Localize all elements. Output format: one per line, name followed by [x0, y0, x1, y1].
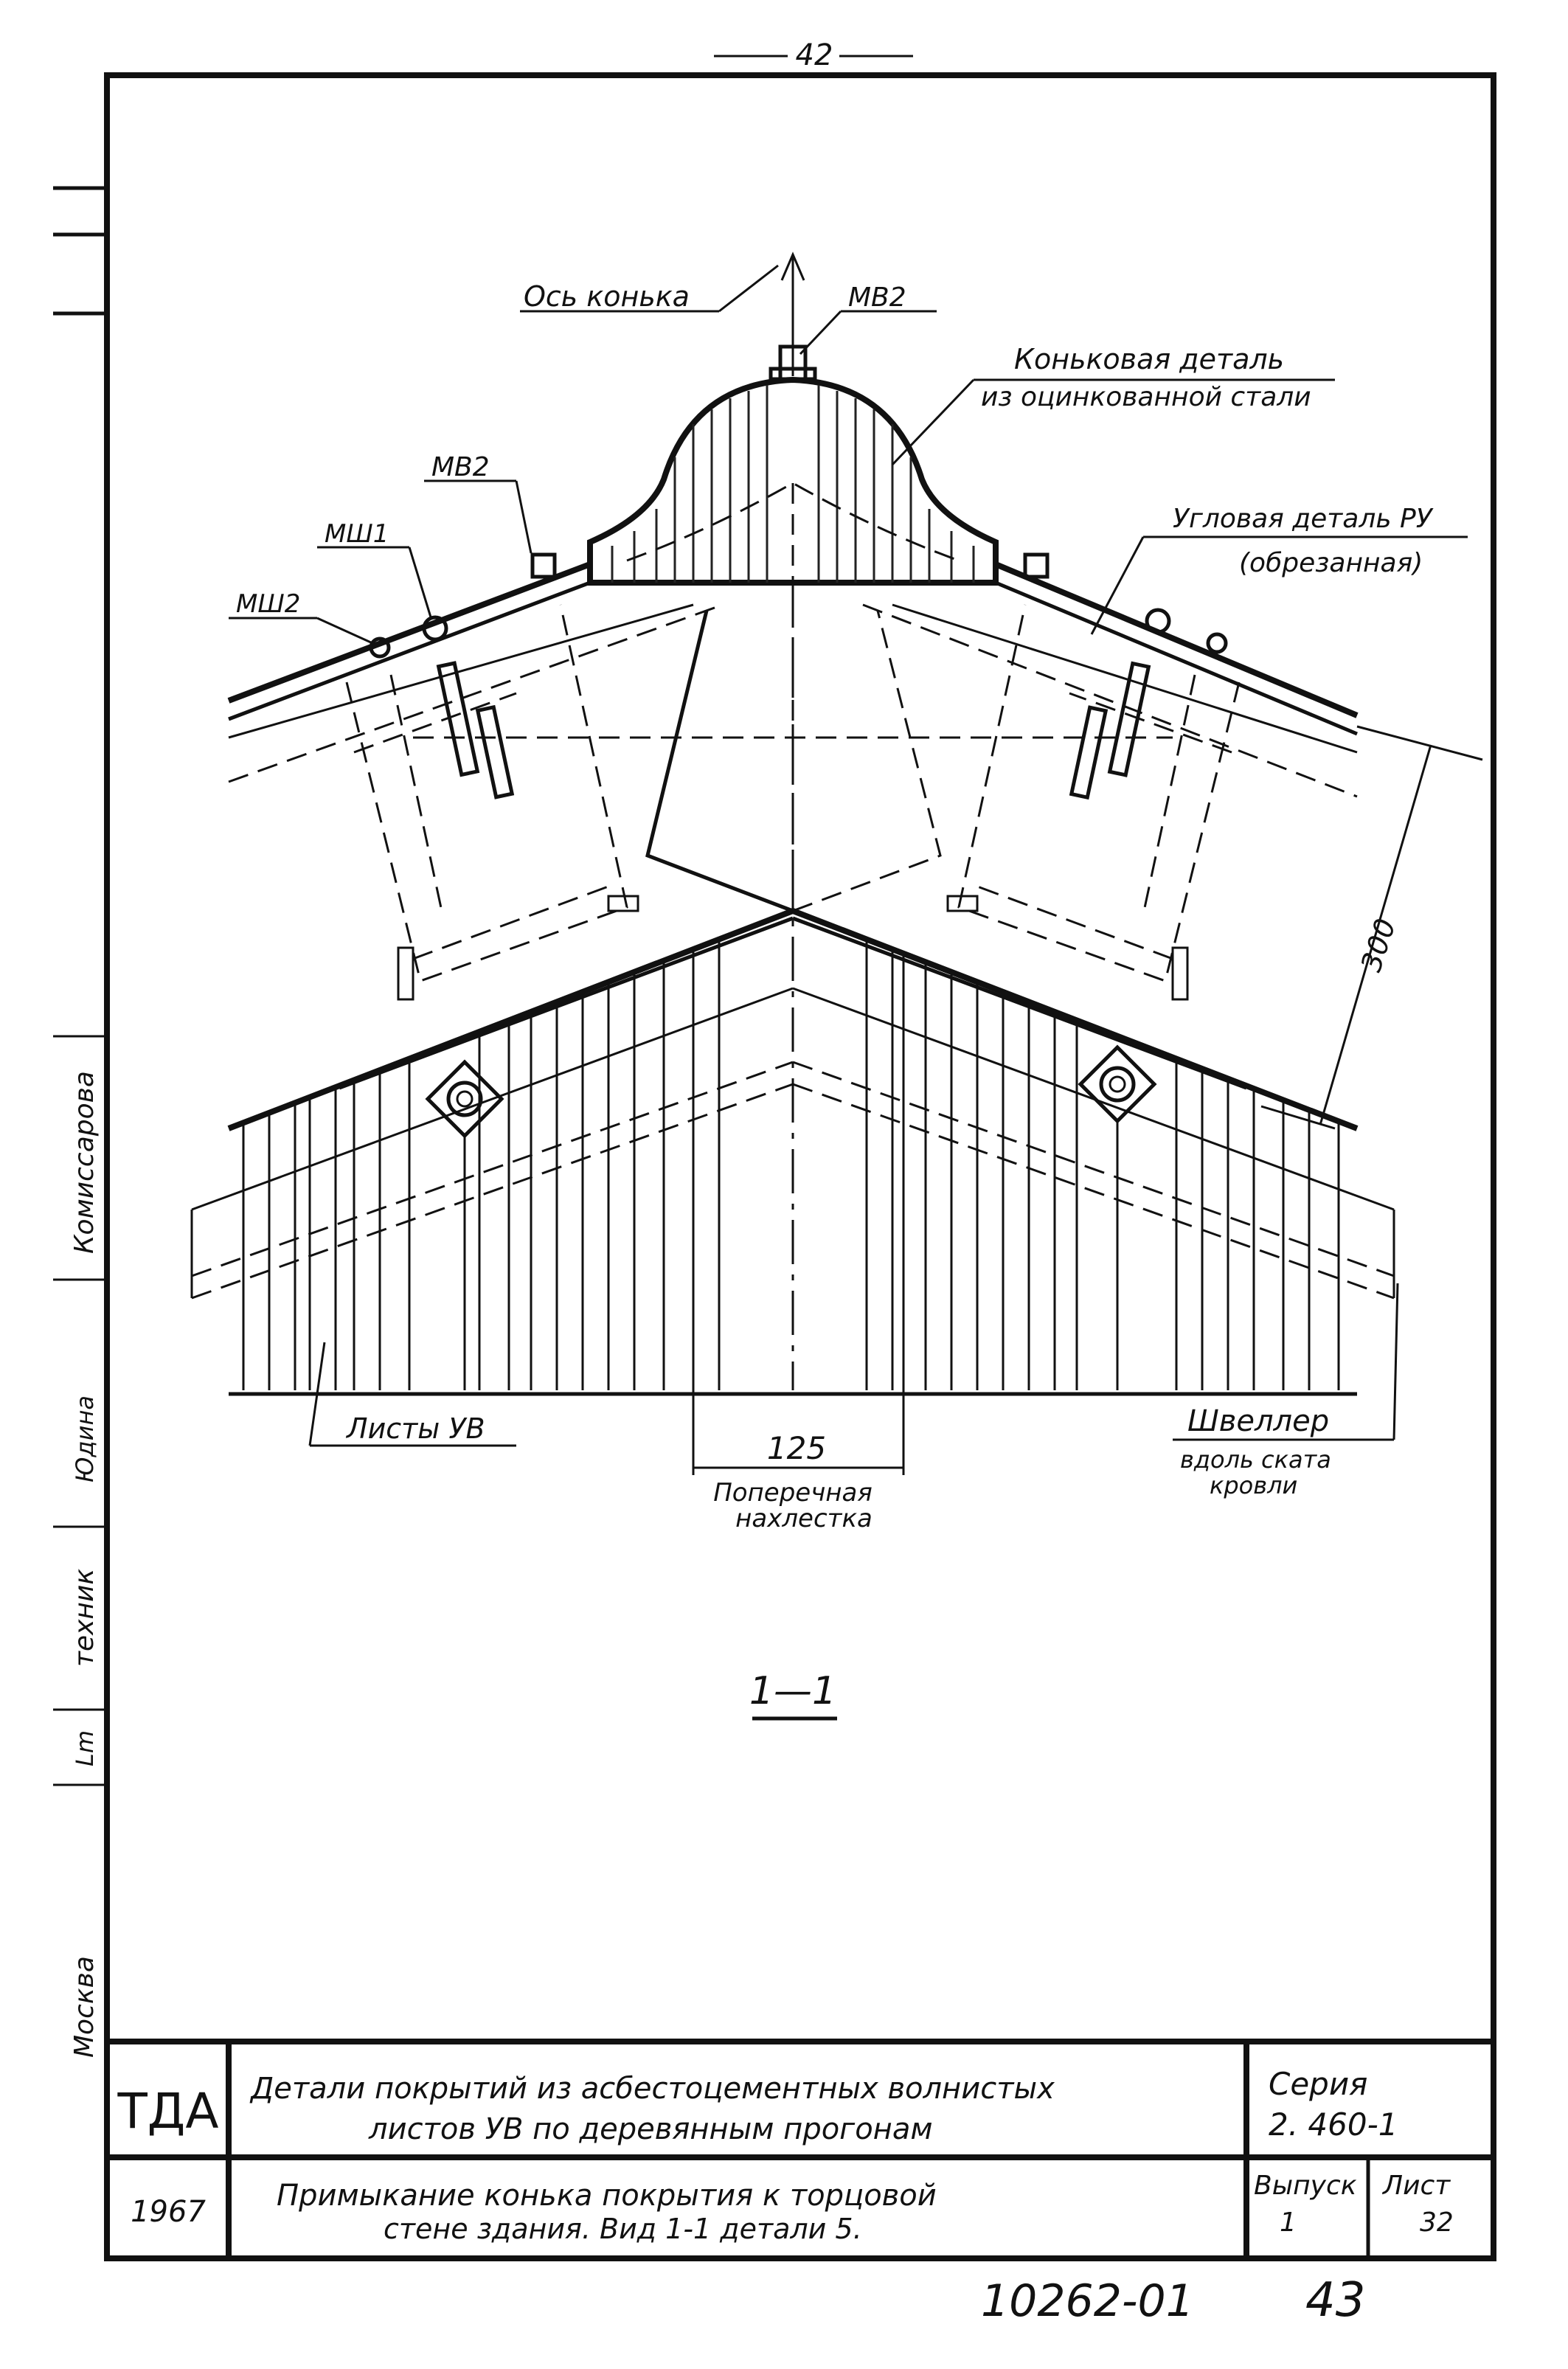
section-title: 1—1 [749, 1669, 837, 1721]
issue-label: Выпуск [1254, 2171, 1357, 2201]
washer-1-label: МШ1 [325, 519, 389, 549]
bottom-page-number: 43 [1305, 2273, 1365, 2328]
title-block: ТДА 1967 Детали покрытий из асбестоцемен… [107, 2039, 1494, 2258]
overlap-label-2: нахлестка [735, 1504, 873, 1533]
channel-label-2: вдоль ската [1180, 1446, 1331, 1474]
sheet-wave-lines [242, 940, 1340, 1390]
dimension-125-text: 125 [767, 1430, 826, 1466]
sheets-label: Листы УВ [345, 1412, 485, 1445]
callout-corner-detail: Угловая деталь РУ (обрезанная) [1090, 504, 1468, 635]
corner-detail-trapezoid [645, 610, 794, 913]
corner-detail-label-2: (обрезанная) [1239, 548, 1423, 578]
ridge-detail-label-1: Коньковая деталь [1014, 343, 1284, 375]
slope-bolts [369, 552, 1228, 659]
corner-detail-hidden [792, 610, 942, 912]
top-bolt [769, 344, 817, 382]
left-margin-stamp: Москва Lm техник Юдина Комиссарова [53, 186, 107, 2058]
margin-signature-1: Юдина [71, 1395, 99, 1482]
issue-value: 1 [1280, 2207, 1297, 2238]
callout-bolt-left: МВ2 [424, 452, 533, 554]
left-roof-slope [227, 561, 724, 783]
ridge-inner-dashed [626, 482, 960, 562]
margin-signature-2: Комиссарова [69, 1071, 100, 1254]
title-line-2: листов УВ по деревянным прогонам [368, 2112, 933, 2146]
ridge-section-drawing: 300 125 Поперечная нахлестка Ось конька … [190, 252, 1483, 1721]
bolt-left-label: МВ2 [431, 452, 490, 482]
bolt-top-label: МВ2 [848, 282, 906, 313]
year: 1967 [131, 2195, 206, 2229]
right-roof-slope [862, 561, 1359, 798]
top-page-number: 42 [714, 38, 913, 72]
callout-ridge-detail: Коньковая деталь из оцинкованной стали [891, 343, 1335, 466]
dimension-300-text: 300 [1355, 915, 1402, 976]
anchor-node-left [425, 1059, 504, 1390]
left-purlin [345, 604, 639, 1001]
channel-label-3: кровли [1210, 1471, 1297, 1499]
ridge-detail-label-2: из оцинкованной стали [981, 382, 1311, 412]
title-line-1: Детали покрытий из асбестоцементных волн… [249, 2072, 1055, 2106]
overlap-label-1: Поперечная [713, 1478, 873, 1508]
callout-washer-2: МШ2 [229, 589, 373, 645]
right-purlin [946, 604, 1241, 1001]
callout-ridge-axis: Ось конька [520, 264, 779, 313]
dimension-125: 125 Поперечная нахлестка [692, 1313, 905, 1533]
anchor-node-right [1078, 1044, 1157, 1390]
margin-position-code: Lm [71, 1730, 99, 1766]
dimension-300: 300 [1260, 725, 1483, 1130]
ridge-axis-arrow [780, 252, 805, 281]
ridge-cap-hatch [611, 385, 975, 583]
margin-technician-label: техник [69, 1569, 100, 1667]
channel-label-1: Швеллер [1187, 1404, 1329, 1438]
org-code: ТДА [117, 2083, 218, 2140]
top-page-number-text: 42 [796, 38, 833, 72]
margin-city: Москва [69, 1956, 100, 2058]
subtitle-line-2: стене здания. Вид 1-1 детали 5. [384, 2213, 862, 2245]
series-label: Серия [1269, 2066, 1367, 2102]
ridge-axis-label: Ось конька [524, 280, 690, 313]
callout-sheets: Листы УВ [308, 1342, 516, 1447]
callout-channel: Швеллер вдоль ската кровли [1173, 1283, 1399, 1499]
corner-detail-label-1: Угловая деталь РУ [1173, 504, 1434, 534]
sheet-value: 32 [1420, 2207, 1454, 2238]
subtitle-line-1: Примыкание конька покрытия к торцовой [277, 2179, 937, 2213]
main-frame [104, 72, 1496, 2261]
series-value: 2. 460-1 [1269, 2106, 1398, 2143]
section-title-text: 1—1 [749, 1669, 836, 1713]
callout-bolt-top: МВ2 [799, 282, 937, 355]
bottom-stamp-number: 10262-01 [981, 2275, 1194, 2327]
callout-washer-1: МШ1 [317, 519, 433, 620]
washer-2-label: МШ2 [236, 589, 300, 619]
sheet-label: Лист [1381, 2171, 1451, 2201]
